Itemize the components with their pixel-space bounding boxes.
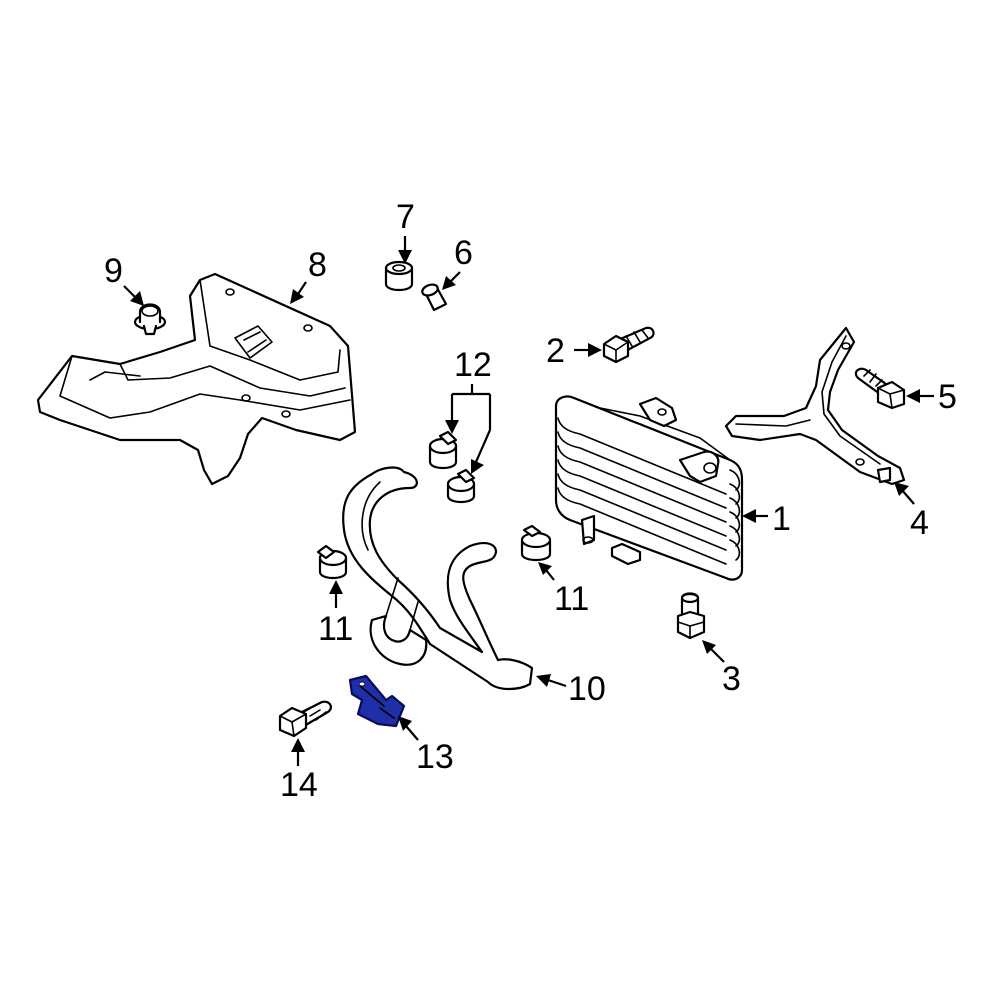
- callout-label-11-right: 11: [554, 580, 589, 618]
- hose-bracket-part[interactable]: [348, 674, 406, 728]
- callout-label-11-left: 11: [318, 610, 353, 648]
- hose-part[interactable]: [342, 466, 534, 691]
- callout-label-13: 13: [416, 738, 454, 776]
- callout-label-5: 5: [938, 378, 957, 416]
- hose-clamp-left-part[interactable]: [316, 544, 348, 580]
- hose-clamp-pair-part[interactable]: [428, 430, 476, 504]
- bolt-14-part[interactable]: [278, 700, 332, 738]
- collar-part[interactable]: [421, 283, 448, 312]
- grommet-part[interactable]: [384, 260, 414, 292]
- air-duct-part[interactable]: [36, 272, 357, 486]
- callout-label-7: 7: [396, 198, 415, 236]
- oil-cooler-part[interactable]: [554, 395, 744, 581]
- callout-label-6: 6: [454, 234, 473, 272]
- bolt-2-part[interactable]: [602, 326, 655, 364]
- bolt-5-part[interactable]: [854, 367, 906, 410]
- callout-label-14: 14: [280, 766, 318, 804]
- push-clip-part[interactable]: [133, 303, 167, 336]
- hose-clamp-right-part[interactable]: [520, 524, 552, 562]
- callout-label-3: 3: [722, 660, 741, 698]
- callout-labels: 1 2 3 4 5 6 7 8 9 10 11 11 12 13 14: [104, 198, 957, 804]
- callout-label-2: 2: [546, 332, 565, 370]
- callout-label-4: 4: [910, 504, 929, 542]
- callout-label-12: 12: [454, 346, 492, 384]
- leader-lines: [123, 236, 934, 766]
- callout-label-1: 1: [772, 500, 791, 538]
- drain-fitting-part[interactable]: [676, 592, 706, 640]
- callout-label-8: 8: [308, 246, 327, 284]
- mounting-bracket-part[interactable]: [724, 326, 906, 486]
- callout-label-9: 9: [104, 252, 123, 290]
- callout-label-10: 10: [568, 670, 606, 708]
